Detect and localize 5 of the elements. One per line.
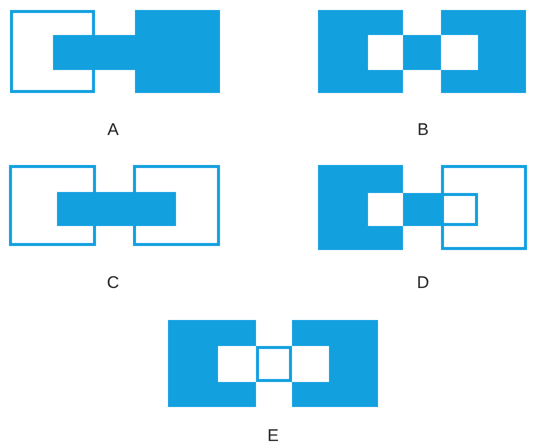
option-letter: B (417, 120, 429, 140)
option-letter: D (416, 273, 430, 293)
option-letter: E (267, 426, 279, 445)
option-letter: C (106, 273, 120, 293)
option-letter: A (107, 120, 119, 140)
